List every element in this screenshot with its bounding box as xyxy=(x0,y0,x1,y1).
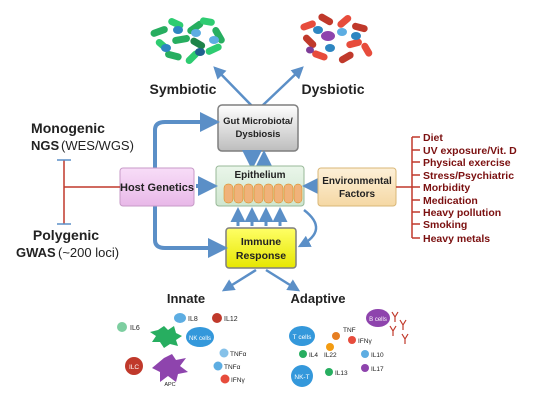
symbiotic-label: Symbiotic xyxy=(150,81,217,97)
nk-label: NK cells xyxy=(189,336,211,342)
host-genetics-label: Host Genetics xyxy=(120,182,194,194)
il22-label: IL22 xyxy=(324,352,337,359)
il6-cell-icon xyxy=(117,322,127,332)
monogenic-title: Monogenic xyxy=(31,120,105,136)
tnfa2-cell-icon xyxy=(213,361,223,371)
polygenic-loci: (~200 loci) xyxy=(58,245,119,260)
nkt-cell-icon xyxy=(291,365,313,387)
adaptive-cells-group: T cells TNF B cells IFNγ IL4 IL22 IL10 N… xyxy=(289,309,409,387)
monogenic-method: (WES/WGS) xyxy=(61,138,134,153)
nkt-label: NK-T xyxy=(294,374,309,381)
il22-cell-icon xyxy=(326,343,334,351)
immune-to-epithelium-arrows xyxy=(230,207,288,226)
nk-cell-icon xyxy=(186,327,214,347)
arrow-to-symbiotic xyxy=(213,66,253,107)
il10-label: IL10 xyxy=(371,352,384,359)
host-to-immune-arrow xyxy=(153,206,228,258)
innate-title: Innate xyxy=(167,291,205,306)
il8-label: IL8 xyxy=(188,316,198,323)
t-cells-label: T cells xyxy=(293,334,312,341)
gut-microbiota-label-1: Gut Microbiota/ xyxy=(223,116,293,127)
t-cell-icon xyxy=(289,326,315,346)
tnfa1-label: TNFα xyxy=(230,351,247,358)
il4-label: IL4 xyxy=(309,352,318,359)
env-label-2: Factors xyxy=(339,189,376,200)
env-factor-uv: UV exposure/Vit. D xyxy=(423,145,517,157)
antibody-icon xyxy=(389,311,409,344)
env-factor-exercise: Physical exercise xyxy=(423,157,511,169)
host-to-gut-arrow xyxy=(153,112,220,168)
ifng-innate-label: IFNγ xyxy=(231,377,245,384)
il12-label: IL12 xyxy=(224,316,238,323)
green-star-cell-icon xyxy=(150,326,182,348)
ifng-innate-cell-icon xyxy=(220,374,230,384)
apc-label: APC xyxy=(164,382,175,388)
polygenic-title: Polygenic xyxy=(33,227,99,243)
env-factor-heavy-metals: Heavy metals xyxy=(423,233,490,245)
epithelial-cells-icon xyxy=(223,183,303,204)
dysbiotic-label: Dysbiotic xyxy=(301,81,364,97)
polygenic-gwas: GWAS xyxy=(16,245,56,260)
arrow-to-innate xyxy=(221,268,257,292)
il17-label: IL17 xyxy=(371,366,384,373)
env-factor-smoking: Smoking xyxy=(423,219,467,231)
il6-label: IL6 xyxy=(130,325,140,332)
env-label-1: Environmental xyxy=(322,176,392,187)
monogenic-ngs: NGS xyxy=(31,138,60,153)
env-factor-medication: Medication xyxy=(423,195,478,207)
tnf-cell-icon xyxy=(332,332,340,340)
innate-cells-group: IL6 IL8 IL12 NK cells ILC APC TNFα TNFα … xyxy=(117,313,247,388)
environment-factor-bracket xyxy=(396,136,420,239)
tnfa1-cell-icon xyxy=(219,348,229,358)
dysbiotic-bacteria-icon xyxy=(300,13,373,64)
epithelium-label: Epithelium xyxy=(234,170,285,181)
ifng-adaptive-cell-icon xyxy=(348,336,356,344)
b-cell-icon xyxy=(366,309,390,327)
tnfa2-label: TNFα xyxy=(224,364,241,371)
il10-cell-icon xyxy=(361,350,369,358)
ilc-cell-icon xyxy=(125,357,143,375)
env-factor-stress: Stress/Psychiatric xyxy=(423,170,514,182)
gut-microbiota-label-2: Dysbiosis xyxy=(236,129,281,140)
env-factor-diet: Diet xyxy=(423,132,443,144)
immune-label-2: Response xyxy=(236,250,286,262)
b-cells-label: B cells xyxy=(369,317,387,323)
env-factor-morbidity: Morbidity xyxy=(423,182,470,194)
il12-cell-icon xyxy=(212,313,222,323)
ifng-adaptive-label: IFNγ xyxy=(358,338,372,345)
tnf-label: TNF xyxy=(343,327,356,334)
il4-cell-icon xyxy=(299,350,307,358)
ilc-label: ILC xyxy=(129,364,139,371)
symbiotic-bacteria-icon xyxy=(150,17,225,65)
environmental-factors-box xyxy=(317,167,397,207)
il13-cell-icon xyxy=(325,368,333,376)
genetics-spectrum-line xyxy=(57,159,120,225)
il8-cell-icon xyxy=(174,313,186,323)
il17-cell-icon xyxy=(361,364,369,372)
apc-cell-icon xyxy=(152,354,188,382)
adaptive-title: Adaptive xyxy=(291,291,346,306)
il13-label: IL13 xyxy=(335,370,348,377)
arrow-to-adaptive xyxy=(265,268,301,292)
gut-microbiota-box xyxy=(217,104,299,152)
arrow-to-dysbiotic xyxy=(261,66,304,107)
env-factor-pollution: Heavy pollution xyxy=(423,207,501,219)
immune-response-box xyxy=(225,227,297,269)
immune-label-1: Immune xyxy=(241,236,281,248)
feedback-arrow xyxy=(297,209,318,248)
